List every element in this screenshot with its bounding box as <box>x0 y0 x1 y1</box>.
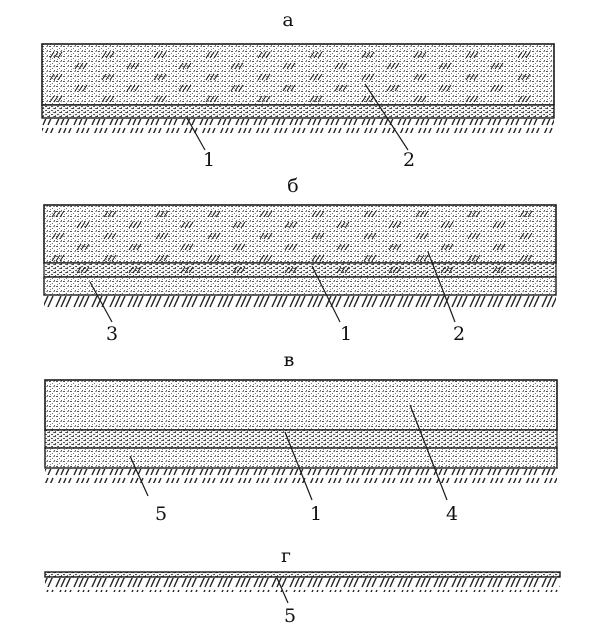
section-g: г 5 <box>44 545 561 627</box>
section-a: а 1 2 <box>41 9 555 171</box>
section-v-layer-base <box>44 447 558 469</box>
section-b-leader-2 <box>427 251 456 323</box>
section-v-layer-mid <box>44 429 558 449</box>
section-a-hatch <box>49 51 531 103</box>
section-b-leader-1 <box>311 265 341 323</box>
section-v-marker-5: 5 <box>155 503 167 525</box>
section-b-layer-base <box>43 276 557 296</box>
section-b-marker-2: 2 <box>453 323 465 345</box>
section-b-marker-1: 1 <box>340 323 352 345</box>
section-b-leader-3 <box>89 281 113 323</box>
section-v: в 5 1 4 <box>44 349 558 525</box>
section-b: б 3 1 2 <box>43 175 557 345</box>
section-a-marker-1: 1 <box>203 149 215 171</box>
section-a-ground <box>42 119 554 133</box>
section-b-layer-top <box>43 204 557 264</box>
section-b-letter: б <box>287 175 298 197</box>
section-g-marker-5: 5 <box>284 605 296 627</box>
section-a-leader-2 <box>364 83 409 151</box>
section-v-leader-5 <box>129 455 149 497</box>
section-v-marker-1: 1 <box>310 503 322 525</box>
section-g-film <box>44 571 561 578</box>
section-v-layer-top <box>44 379 558 431</box>
section-a-leader-1 <box>186 117 206 151</box>
section-v-marker-4: 4 <box>446 503 458 525</box>
section-b-hatch <box>51 210 533 274</box>
section-v-letter: в <box>284 349 295 371</box>
section-a-letter: а <box>282 9 293 31</box>
section-b-layer-mid <box>43 262 557 278</box>
section-v-leader-1 <box>284 431 313 501</box>
section-g-ground <box>45 578 560 592</box>
section-b-ground <box>44 296 556 310</box>
section-a-marker-2: 2 <box>403 149 415 171</box>
section-g-leader-5 <box>276 577 289 604</box>
section-v-leader-4 <box>409 404 448 501</box>
section-g-letter: г <box>281 545 291 567</box>
section-v-ground <box>45 469 557 483</box>
section-b-marker-3: 3 <box>106 323 118 345</box>
section-a-layer-thin <box>41 104 555 119</box>
